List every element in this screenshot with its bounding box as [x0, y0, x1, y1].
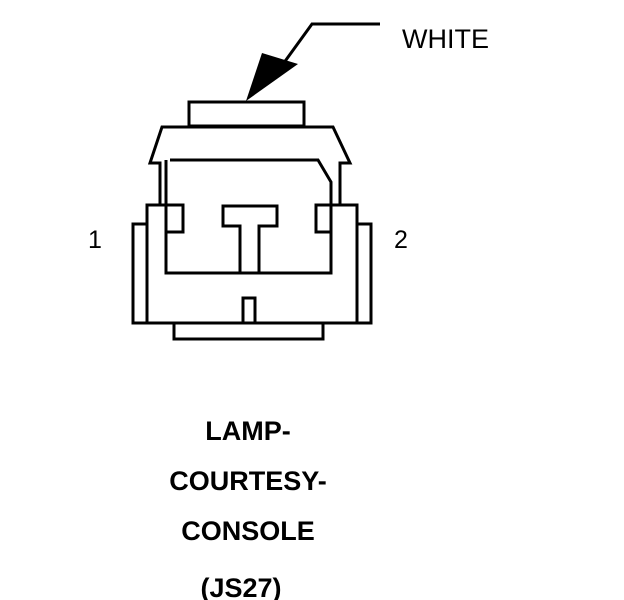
callout-arrowhead [246, 53, 298, 101]
inner-window [164, 158, 333, 275]
outer-shell [131, 125, 373, 325]
center-key [221, 204, 279, 275]
title-line-3: CONSOLE [181, 516, 315, 546]
pin-label-2: 2 [394, 226, 408, 254]
connector-body [131, 100, 373, 341]
callout-leader [268, 22, 380, 83]
bottom-flange [172, 321, 325, 341]
leader-line [268, 22, 380, 83]
pin-label-1: 1 [88, 226, 102, 254]
callout-label-white: WHITE [402, 24, 489, 54]
bottom-notch [241, 296, 257, 325]
title-line-1: LAMP- [205, 416, 290, 446]
right-shoulder [314, 203, 340, 234]
title-line-2: COURTESY- [169, 466, 327, 496]
connector-id: (JS27) [200, 573, 281, 600]
top-latch-tab [187, 100, 306, 128]
left-shoulder [160, 203, 185, 234]
